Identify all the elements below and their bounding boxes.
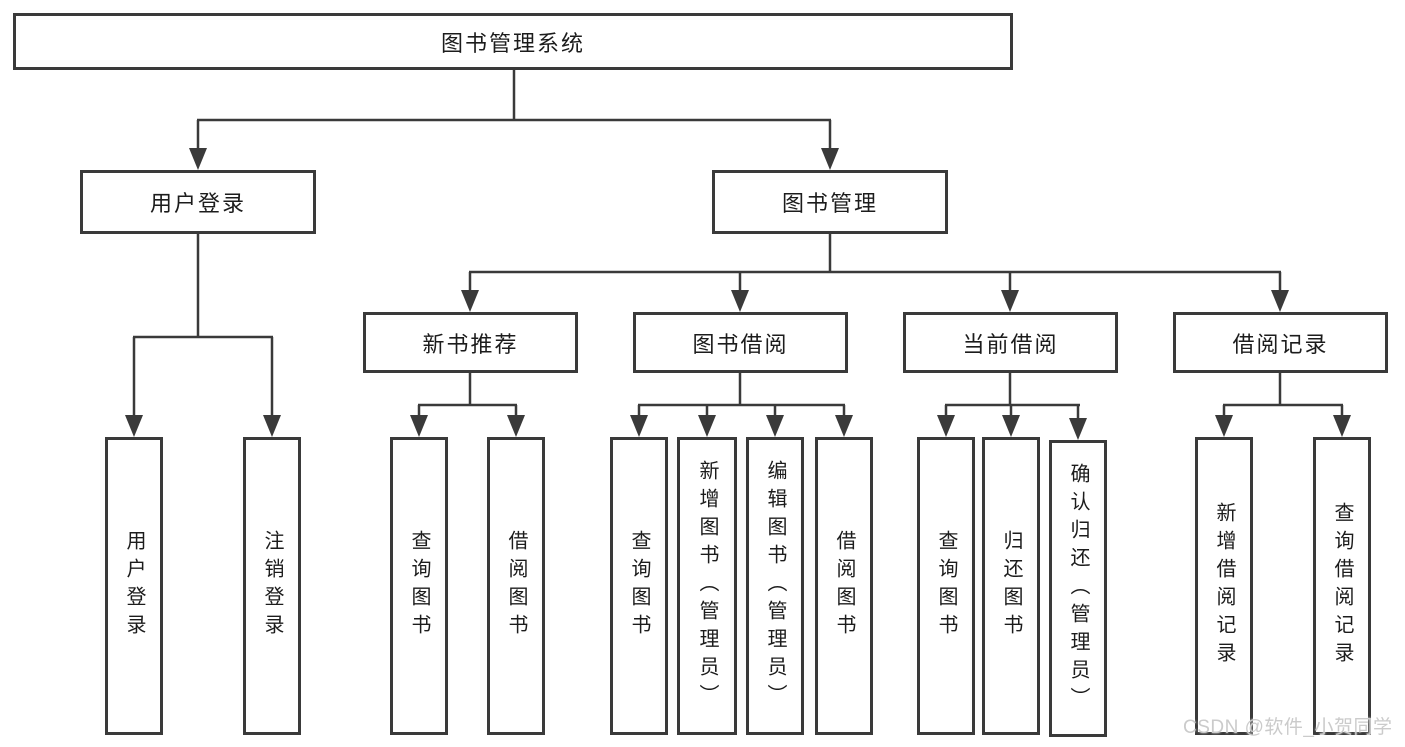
- leaf-borrow-books: 借阅图书: [815, 437, 873, 735]
- leaf-query-books-recommend: 查询图书: [390, 437, 448, 735]
- node-book-management: 图书管理: [712, 170, 948, 234]
- csdn-watermark: CSDN @软件_小贺同学: [1183, 717, 1393, 738]
- node-current-borrowing: 当前借阅: [903, 312, 1118, 373]
- node-new-book-recommendation: 新书推荐: [363, 312, 578, 373]
- leaf-add-borrow-record: 新增借阅记录: [1195, 437, 1253, 735]
- leaf-query-borrow-record: 查询借阅记录: [1313, 437, 1371, 735]
- leaf-add-books-admin: 新增图书（管理员）: [677, 437, 737, 735]
- leaf-borrow-books-recommend: 借阅图书: [487, 437, 545, 735]
- arrowheads: [125, 148, 1351, 440]
- node-borrowing-records: 借阅记录: [1173, 312, 1388, 373]
- node-user-login: 用户登录: [80, 170, 316, 234]
- leaf-query-books-current: 查询图书: [917, 437, 975, 735]
- leaf-edit-books-admin: 编辑图书（管理员）: [746, 437, 804, 735]
- node-book-borrowing: 图书借阅: [633, 312, 848, 373]
- leaf-confirm-return-admin: 确认归还（管理员）: [1049, 440, 1107, 737]
- leaf-user-login: 用户登录: [105, 437, 163, 735]
- leaf-query-books-borrow: 查询图书: [610, 437, 668, 735]
- leaf-return-books: 归还图书: [982, 437, 1040, 735]
- leaf-logout: 注销登录: [243, 437, 301, 735]
- node-library-system: 图书管理系统: [13, 13, 1013, 70]
